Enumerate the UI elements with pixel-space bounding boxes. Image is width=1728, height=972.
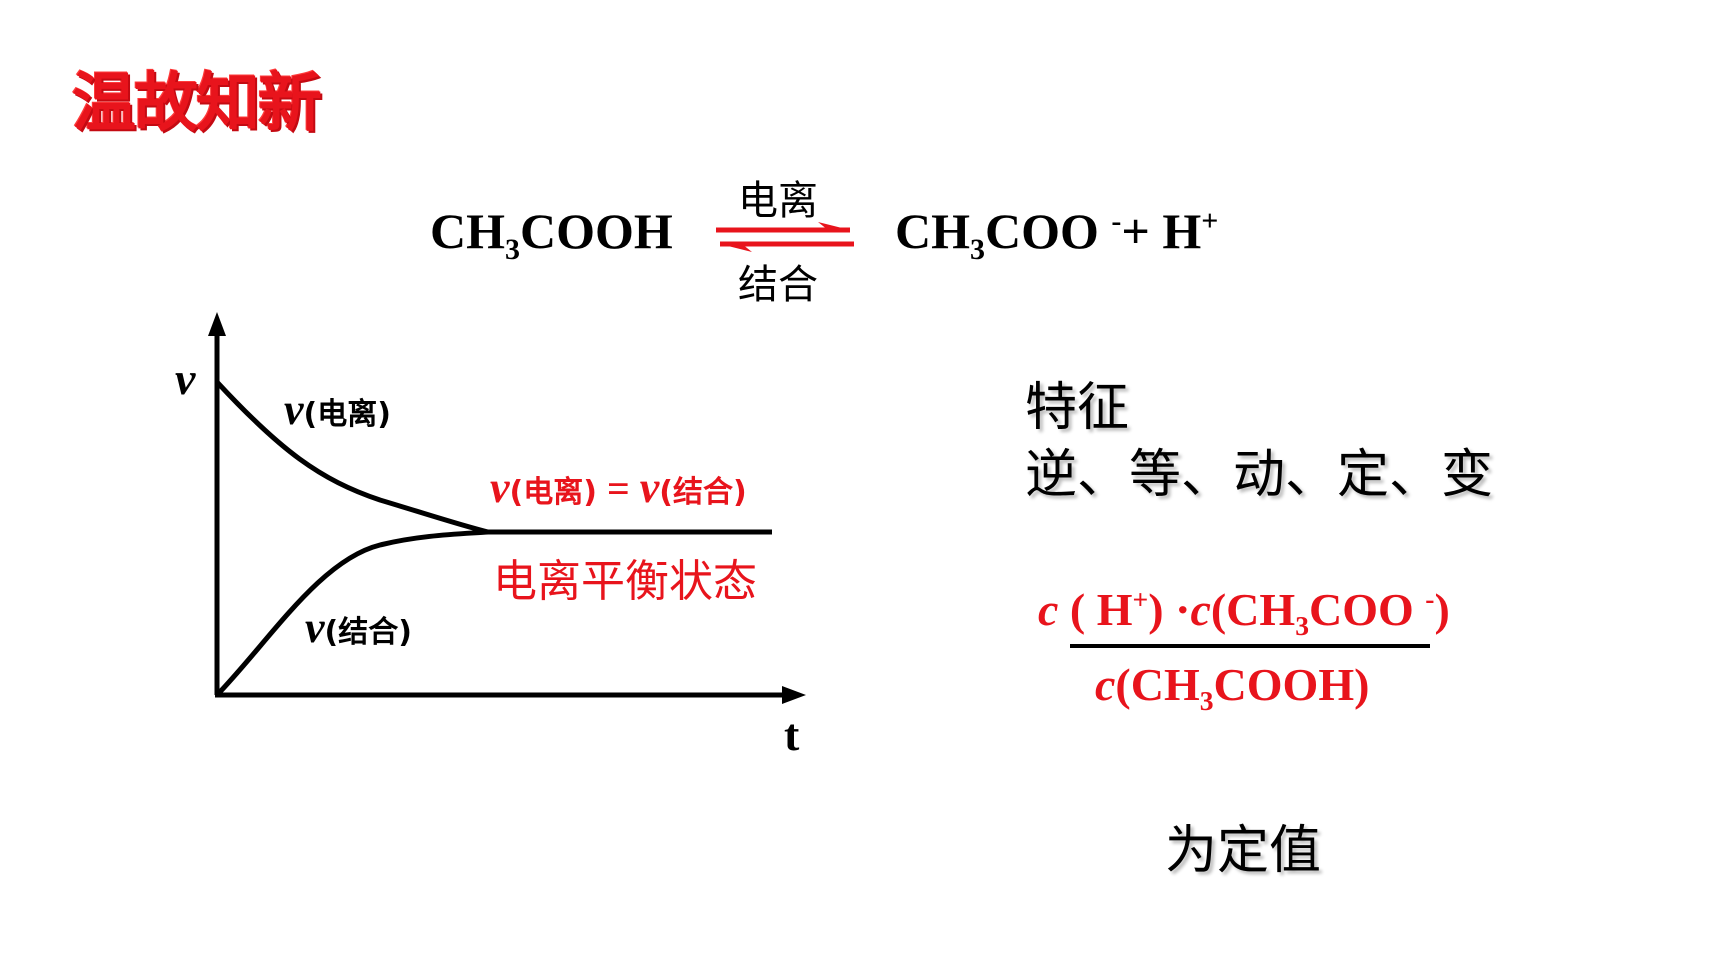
x-axis-arrowhead: [782, 686, 806, 704]
ionization-rate-curve: [215, 380, 489, 535]
y-axis-label: v: [175, 353, 196, 404]
y-axis-arrowhead: [208, 312, 226, 336]
reverse-arrowhead: [720, 244, 752, 252]
expression-numerator: c ( H+) ·c(CH3COO -): [1038, 583, 1450, 642]
features-list: 逆、等、动、定、变: [1025, 445, 1494, 505]
equilibrium-state-label: 电离平衡状态: [493, 556, 757, 607]
fraction-bar: [1070, 644, 1430, 648]
product-formula: CH3COO -+ H+: [895, 203, 1219, 266]
expression-denominator: c(CH3COOH): [1095, 659, 1370, 717]
binding-curve-label: v(结合): [305, 603, 412, 652]
reverse-label: 结合: [738, 262, 818, 308]
conclusion-text: 为定值: [1165, 821, 1322, 881]
forward-label: 电离: [738, 178, 818, 224]
page-title: 温故知新: [72, 67, 322, 141]
x-axis-label: t: [784, 709, 800, 760]
binding-rate-curve: [215, 529, 489, 697]
reactant-formula: CH3COOH: [430, 203, 673, 266]
equilibrium-equality: v(电离) = v(结合): [490, 463, 747, 512]
forward-arrowhead: [818, 222, 850, 230]
features-heading: 特征: [1025, 378, 1130, 438]
equilibrium-arrows: [716, 222, 854, 252]
ionization-curve-label: v(电离): [284, 385, 391, 434]
